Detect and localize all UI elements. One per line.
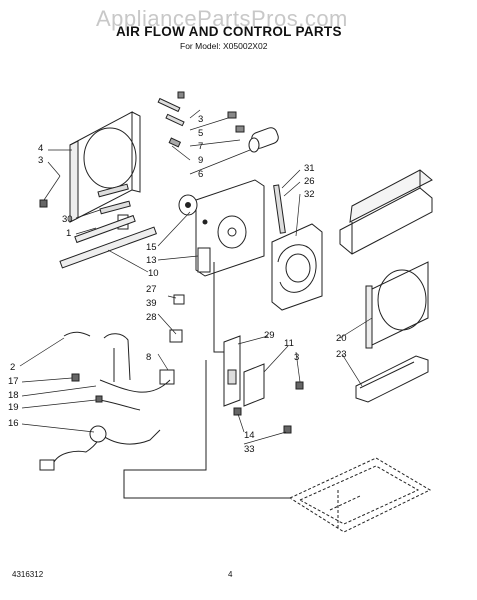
callout-4: 4 [38, 143, 43, 154]
callout-14: 14 [244, 430, 255, 441]
callout-6: 6 [198, 169, 203, 180]
left-baffle-panel [69, 111, 141, 223]
discharge-duct [339, 169, 433, 255]
callout-17: 17 [8, 376, 19, 387]
capacitor [248, 127, 279, 153]
controls-group [123, 262, 304, 499]
callout-3-right: 3 [294, 352, 299, 363]
callout-1: 1 [66, 228, 71, 239]
callout-11: 11 [284, 338, 294, 349]
callout-20: 20 [336, 333, 347, 344]
base-pan [288, 457, 432, 533]
wiring-harness [39, 331, 171, 471]
callout-13: 13 [146, 255, 157, 266]
callout-26: 26 [304, 176, 315, 187]
top-screws-group [157, 91, 245, 148]
scroll-housing [271, 184, 323, 311]
callout-15: 15 [146, 242, 157, 253]
left-small-parts [39, 183, 157, 269]
callout-23: 23 [336, 349, 347, 360]
blower-mount-panel [178, 179, 265, 277]
callout-27: 27 [146, 284, 157, 295]
callout-7: 7 [198, 141, 203, 152]
drain-trough [355, 355, 429, 403]
callout-8: 8 [146, 352, 151, 363]
callout-19: 19 [8, 402, 19, 413]
callout-39: 39 [146, 298, 157, 309]
callout-18: 18 [8, 390, 19, 401]
callout-32: 31 [304, 163, 315, 174]
callout-10: 10 [148, 268, 159, 279]
callout-29: 29 [264, 330, 275, 341]
orifice-panel [365, 261, 429, 349]
callout-33: 32 [304, 189, 315, 200]
page-title: AIR FLOW AND CONTROL PARTS [116, 24, 342, 39]
callout-30: 33 [244, 444, 255, 455]
callout-3-top: 3 [198, 114, 203, 125]
callout-9: 9 [198, 155, 203, 166]
leader-lines [19, 109, 373, 445]
page-number: 4 [228, 570, 233, 579]
callout-5: 5 [198, 128, 203, 139]
watermark: AppliancePartsPros.com [96, 6, 348, 31]
callout-2: 2 [10, 362, 15, 373]
document-number: 4316312 [12, 570, 44, 579]
callout-28: 28 [146, 312, 157, 323]
callout-3-left: 3 [38, 155, 43, 166]
callout-16: 16 [8, 418, 19, 429]
callout-31: 30 [62, 214, 73, 225]
model-subtitle: For Model: X05002X02 [180, 41, 268, 51]
callout-labels: 4 3 30 1 10 15 13 3 5 7 9 6 31 26 32 20 … [8, 114, 347, 455]
